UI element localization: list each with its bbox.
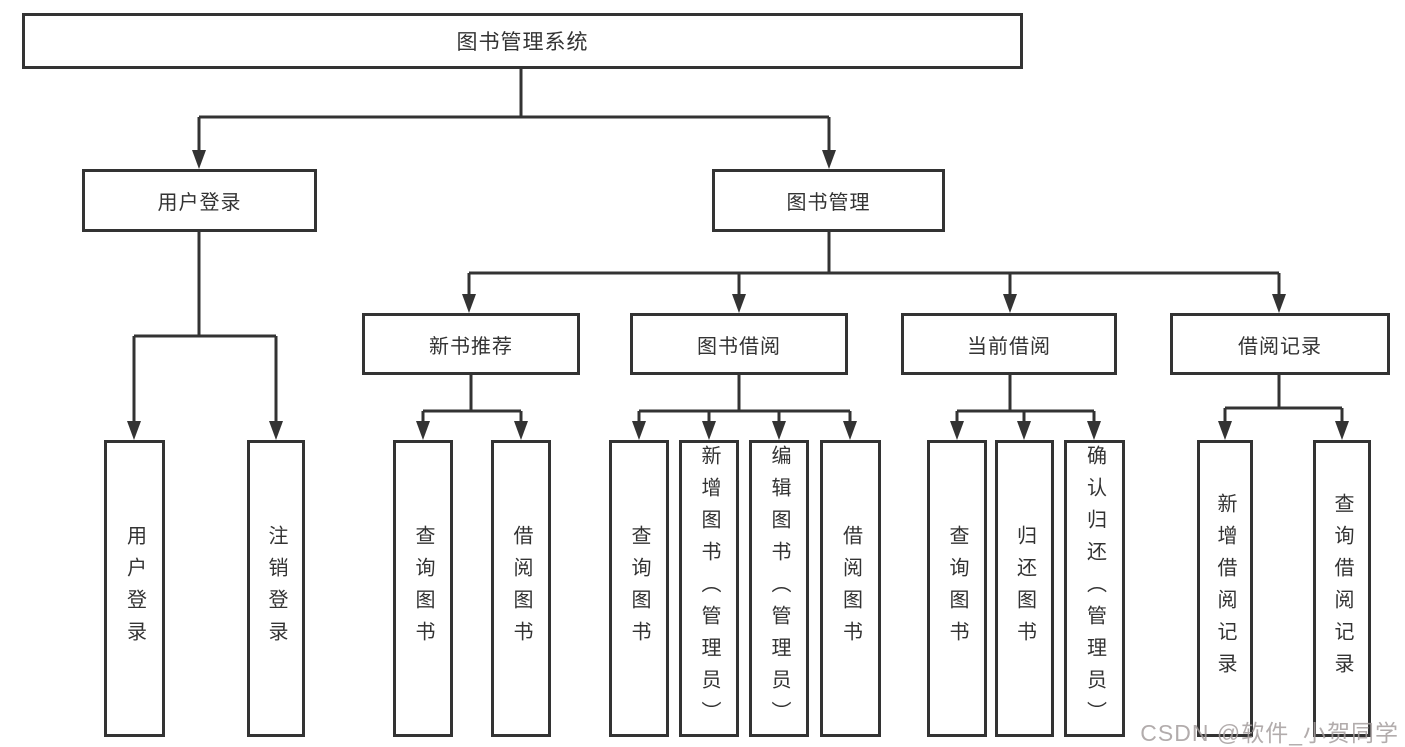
node-library-system-label: 图书管理系统: [456, 31, 589, 54]
arrowhead-icon: [1272, 294, 1286, 313]
arrowhead-icon: [843, 421, 857, 440]
leaf-user-login-label: 用户登录: [123, 524, 146, 653]
csdn-watermark: CSDN @软件_小贺同学: [1140, 720, 1399, 746]
connector-user-login: [132, 232, 278, 424]
node-new-book-recommend-label: 新书推荐: [429, 335, 513, 358]
connector-book-management: [467, 232, 1281, 297]
leaf-return-book-label: 归还图书: [1013, 524, 1036, 653]
leaf-borrow-book-1: 借阅图书: [491, 440, 551, 737]
node-borrow-records: 借阅记录: [1170, 313, 1390, 375]
arrowhead-icon: [1003, 294, 1017, 313]
arrowhead-icon: [1087, 421, 1101, 440]
node-library-system: 图书管理系统: [22, 13, 1023, 69]
leaf-confirm-return-admin: 确认归还（管理员）: [1064, 440, 1125, 737]
leaf-edit-book-admin-label: 编辑图书（管理员）: [768, 444, 790, 733]
arrowhead-icon: [462, 294, 476, 313]
arrowhead-icon: [416, 421, 430, 440]
leaf-query-book-1-label: 查询图书: [412, 524, 434, 653]
arrowhead-icon: [1218, 421, 1232, 440]
leaf-query-book-3: 查询图书: [927, 440, 987, 737]
leaf-query-book-1: 查询图书: [393, 440, 453, 737]
arrowhead-icon: [772, 421, 786, 440]
node-book-management-label: 图书管理: [786, 192, 871, 214]
arrowhead-icon: [822, 150, 836, 169]
connector-book-borrow: [637, 374, 852, 425]
node-current-borrow-label: 当前借阅: [967, 335, 1051, 358]
node-borrow-records-label: 借阅记录: [1238, 335, 1322, 358]
node-book-borrow: 图书借阅: [630, 313, 848, 375]
leaf-borrow-book-2: 借阅图书: [820, 440, 881, 737]
arrowhead-icon: [632, 421, 646, 440]
node-user-login: 用户登录: [82, 169, 317, 232]
node-book-management: 图书管理: [712, 169, 945, 232]
node-user-login-label: 用户登录: [157, 192, 242, 214]
arrowhead-icon: [1017, 421, 1031, 440]
arrowhead-icon: [732, 294, 746, 313]
connector-new-book: [421, 374, 523, 425]
leaf-borrow-book-2-label: 借阅图书: [839, 524, 862, 653]
leaf-query-borrow-record-label: 查询借阅记录: [1331, 492, 1353, 685]
leaf-query-book-2: 查询图书: [609, 440, 669, 737]
leaf-return-book: 归还图书: [995, 440, 1054, 737]
leaf-query-book-2-label: 查询图书: [628, 524, 650, 653]
leaf-add-borrow-record: 新增借阅记录: [1197, 440, 1253, 737]
connector-root: [197, 69, 831, 153]
arrowhead-icon: [192, 150, 206, 169]
arrowhead-icon: [269, 421, 283, 440]
leaf-query-book-3-label: 查询图书: [946, 524, 968, 653]
leaf-logout: 注销登录: [247, 440, 305, 737]
leaf-edit-book-admin: 编辑图书（管理员）: [749, 440, 809, 737]
node-book-borrow-label: 图书借阅: [697, 335, 781, 358]
connector-current-borrow: [955, 374, 1096, 425]
leaf-add-book-admin-label: 新增图书（管理员）: [698, 444, 720, 733]
leaf-query-borrow-record: 查询借阅记录: [1313, 440, 1371, 737]
node-new-book-recommend: 新书推荐: [362, 313, 580, 375]
leaf-user-login: 用户登录: [104, 440, 165, 737]
arrowhead-icon: [514, 421, 528, 440]
arrowhead-icon: [1335, 421, 1349, 440]
leaf-logout-label: 注销登录: [265, 524, 287, 653]
leaf-borrow-book-1-label: 借阅图书: [510, 524, 532, 653]
connector-borrow-records: [1223, 374, 1344, 425]
leaf-add-borrow-record-label: 新增借阅记录: [1214, 492, 1236, 685]
arrowhead-icon: [127, 421, 141, 440]
leaf-confirm-return-admin-label: 确认归还（管理员）: [1083, 444, 1106, 733]
arrowhead-icon: [950, 421, 964, 440]
arrowhead-icon: [702, 421, 716, 440]
node-current-borrow: 当前借阅: [901, 313, 1117, 375]
leaf-add-book-admin: 新增图书（管理员）: [679, 440, 739, 737]
